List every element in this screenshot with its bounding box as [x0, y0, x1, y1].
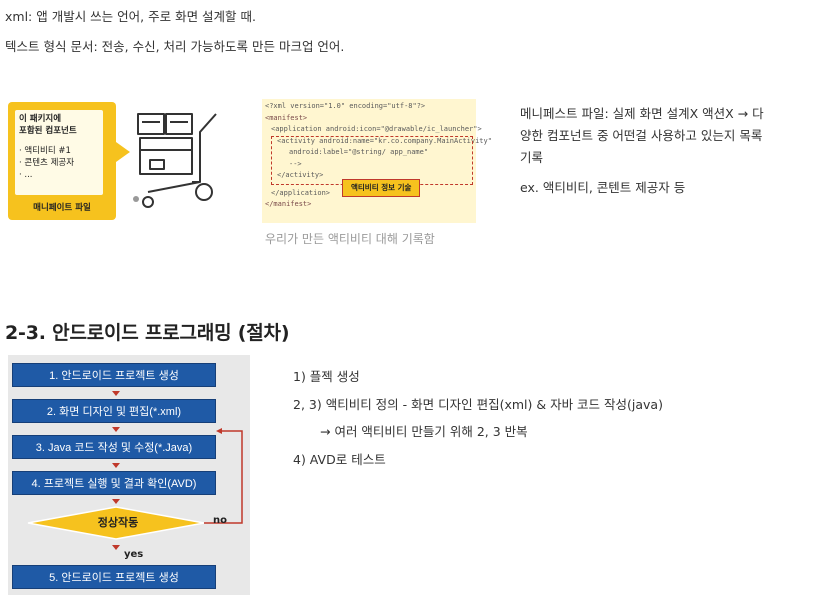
hand-truck-icon — [133, 113, 217, 208]
bubble-item: · 액티비티 #1 — [19, 146, 71, 156]
code-line: <application android:icon="@drawable/ic_… — [271, 125, 482, 133]
flow-step-1: 1. 안드로이드 프로젝트 생성 — [12, 363, 216, 387]
component-bubble: 이 패키지에 포함된 컴포넌트 · 액티비티 #1 · 콘텐츠 제공자 · ..… — [8, 102, 116, 220]
flow-arrow — [112, 427, 120, 432]
flow-arrow — [112, 499, 120, 504]
procedure-flowchart: 1. 안드로이드 프로젝트 생성 2. 화면 디자인 및 편집(*.xml) 3… — [8, 355, 250, 595]
code-line: <manifest> — [265, 113, 308, 122]
bubble-list: · 액티비티 #1 · 콘텐츠 제공자 · ... — [19, 145, 99, 181]
manifest-description: 메니페스트 파일: 실제 화면 설계X 액션X → 다 양한 컴포넌트 중 어떤… — [520, 103, 764, 169]
flow-arrow — [112, 391, 120, 396]
code-line: </manifest> — [265, 200, 312, 208]
flow-arrow — [112, 545, 120, 550]
code-line: <?xml version="1.0" encoding="utf-8"?> — [265, 102, 426, 110]
bubble-footer: 매니페이트 파일 — [33, 203, 91, 213]
manifest-illustration: 이 패키지에 포함된 컴포넌트 · 액티비티 #1 · 콘텐츠 제공자 · ..… — [8, 98, 228, 228]
flow-step-5: 5. 안드로이드 프로젝트 생성 — [12, 565, 216, 589]
procedure-item-3: → 여러 액티비티 만들기 위해 2, 3 반복 — [320, 424, 528, 439]
flow-decision: 정상작동 — [97, 517, 139, 529]
flow-step-2: 2. 화면 디자인 및 편집(*.xml) — [12, 399, 216, 423]
manifest-xml-code: <?xml version="1.0" encoding="utf-8"?> <… — [262, 99, 492, 223]
flow-no-label: no — [213, 515, 227, 526]
intro-line-2: 텍스트 형식 문서: 전송, 수신, 처리 가능하도록 만든 마크업 언어. — [5, 39, 345, 54]
manifest-desc-line: 기록 — [520, 150, 544, 165]
code-line: android:label="@string/ app_name" — [289, 148, 429, 156]
procedure-item-2: 2, 3) 액티비티 정의 - 화면 디자인 편집(xml) & 자바 코드 작… — [293, 397, 663, 412]
code-line: </application> — [271, 188, 331, 197]
flow-arrow — [112, 463, 120, 468]
procedure-item-1: 1) 플젝 생성 — [293, 369, 360, 384]
bubble-title: 이 패키지에 포함된 컴포넌트 — [19, 114, 77, 136]
intro-line-1: xml: 앱 개발시 쓰는 언어, 주로 화면 설계할 때. — [5, 9, 256, 24]
code-line: <activity android:name="kr.co.company.Ma… — [277, 136, 492, 145]
flow-step-4: 4. 프로젝트 실행 및 결과 확인(AVD) — [12, 471, 216, 495]
code-caption: 우리가 만든 액티비티 대해 기록함 — [265, 232, 435, 246]
manifest-desc-line: 양한 컴포넌트 중 어떤걸 사용하고 있는지 목록 — [520, 128, 763, 143]
code-line: </activity> — [277, 171, 324, 179]
manifest-example: ex. 액티비티, 콘텐트 제공자 등 — [520, 180, 686, 195]
bubble-tail — [116, 142, 130, 162]
flow-step-3: 3. Java 코드 작성 및 수정(*.Java) — [12, 435, 216, 459]
section-title: 2-3. 안드로이드 프로그래밍 (절차) — [5, 322, 290, 344]
flow-connectors — [27, 428, 243, 540]
procedure-item-4: 4) AVD로 테스트 — [293, 452, 386, 467]
bubble-item: · ... — [19, 170, 33, 180]
activity-info-badge: 액티비티 정보 기술 — [342, 179, 421, 197]
activity-highlight-box — [271, 136, 473, 185]
bubble-item: · 콘텐츠 제공자 — [19, 158, 75, 168]
manifest-desc-line: 메니페스트 파일: 실제 화면 설계X 액션X → 다 — [520, 106, 764, 121]
code-line: --> — [289, 159, 302, 168]
flow-yes-label: yes — [124, 549, 144, 560]
